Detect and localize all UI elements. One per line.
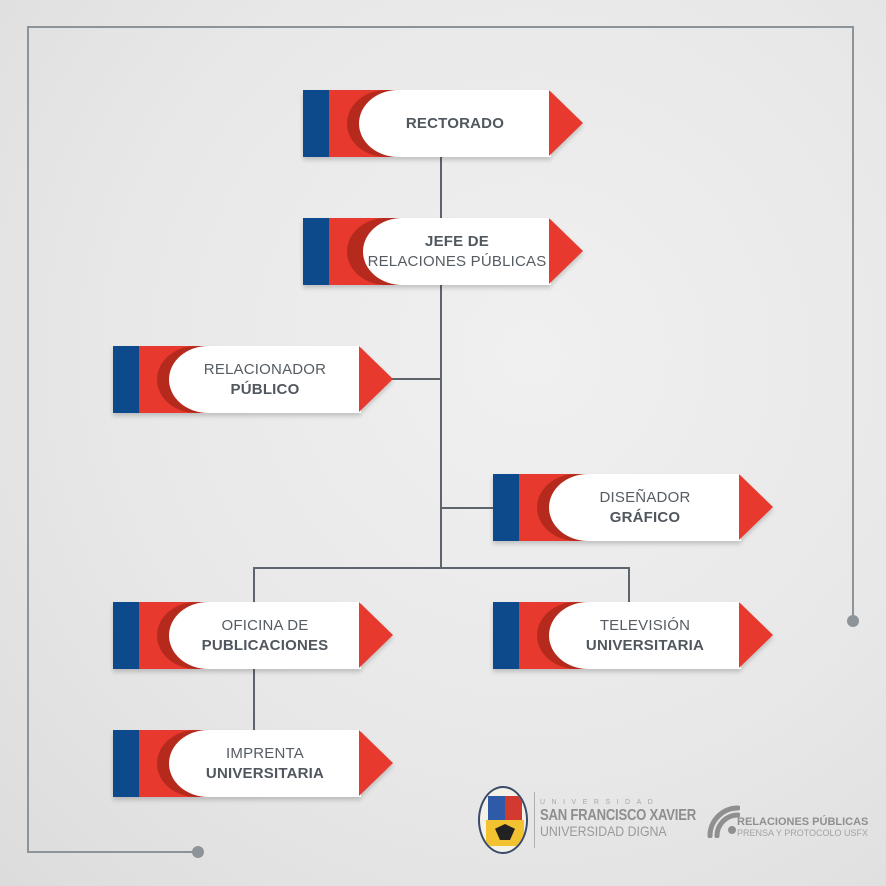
node-disenador-grafico: DISEÑADOR GRÁFICO (493, 474, 773, 541)
node-title-line1: IMPRENTA (226, 744, 304, 762)
connector-rectorado-jefe (440, 157, 442, 218)
arrow-right-icon (739, 602, 773, 668)
frame-dot-right (847, 615, 859, 627)
node-card: OFICINA DE PUBLICACIONES (169, 602, 361, 669)
rp-label-title: RELACIONES PÚBLICAS (737, 816, 869, 828)
node-jefe-relaciones-publicas: JEFE DE RELACIONES PÚBLICAS (303, 218, 583, 285)
node-title-line2: PUBLICACIONES (201, 636, 329, 654)
usfx-label-main: SAN FRANCISCO XAVIER (540, 807, 696, 824)
connector-branch-bar (253, 567, 630, 569)
node-relacionador-publico: RELACIONADOR PÚBLICO (113, 346, 393, 413)
node-title-line1: JEFE DE (425, 232, 489, 250)
arrow-right-icon (549, 218, 583, 284)
node-imprenta-universitaria: IMPRENTA UNIVERSITARIA (113, 730, 393, 797)
usfx-label-sub: UNIVERSIDAD DIGNA (540, 823, 667, 839)
arrow-right-icon (359, 346, 393, 412)
node-title-line1: TELEVISIÓN (599, 616, 691, 634)
node-title-line1: DISEÑADOR (599, 488, 691, 506)
arrow-right-icon (739, 474, 773, 540)
node-card: RELACIONADOR PÚBLICO (169, 346, 361, 413)
connector-oficina-imprenta (253, 669, 255, 730)
blue-stripe (303, 218, 329, 285)
blue-stripe (113, 346, 139, 413)
arrow-right-icon (359, 730, 393, 796)
node-card: RECTORADO (359, 90, 551, 157)
node-title-line2: UNIVERSITARIA (205, 764, 325, 782)
frame-line-bottom (27, 851, 198, 853)
blue-stripe (493, 602, 519, 669)
node-title-line1: RELACIONADOR (203, 360, 327, 378)
connector-disenador (441, 507, 494, 509)
blue-stripe (113, 730, 139, 797)
blue-stripe (303, 90, 329, 157)
node-card: IMPRENTA UNIVERSITARIA (169, 730, 361, 797)
node-title-line2: UNIVERSITARIA (585, 636, 705, 654)
frame-line-right (852, 26, 854, 622)
usfx-label-small: UNIVERSIDAD (540, 799, 660, 806)
broadcast-signal-icon (707, 805, 740, 838)
arrow-right-icon (549, 90, 583, 156)
arrow-right-icon (359, 602, 393, 668)
node-card: JEFE DE RELACIONES PÚBLICAS (363, 218, 551, 285)
node-title: RECTORADO (405, 114, 505, 132)
connector-television (628, 567, 630, 602)
blue-stripe (113, 602, 139, 669)
connector-relacionador (392, 378, 441, 380)
node-title-line2: PÚBLICO (230, 380, 300, 398)
connector-jefe-trunk (440, 285, 442, 569)
node-card: TELEVISIÓN UNIVERSITARIA (549, 602, 741, 669)
node-television-universitaria: TELEVISIÓN UNIVERSITARIA (493, 602, 773, 669)
frame-dot-bottom (192, 846, 204, 858)
blue-stripe (493, 474, 519, 541)
frame-line-left (27, 26, 29, 853)
node-rectorado: RECTORADO (303, 90, 583, 157)
connector-oficina (253, 567, 255, 602)
node-oficina-publicaciones: OFICINA DE PUBLICACIONES (113, 602, 393, 669)
logo-divider (534, 792, 535, 848)
university-seal-icon (478, 786, 528, 854)
frame-line-top (27, 26, 854, 28)
relaciones-publicas-logo: RELACIONES PÚBLICAS PRENSA Y PROTOCOLO U… (706, 804, 869, 840)
node-title-line1: OFICINA DE (221, 616, 309, 634)
rp-label-sub: PRENSA Y PROTOCOLO USFX (737, 828, 869, 838)
node-card: DISEÑADOR GRÁFICO (549, 474, 741, 541)
node-title-line2: RELACIONES PÚBLICAS (367, 252, 547, 270)
node-title-line2: GRÁFICO (609, 508, 681, 526)
